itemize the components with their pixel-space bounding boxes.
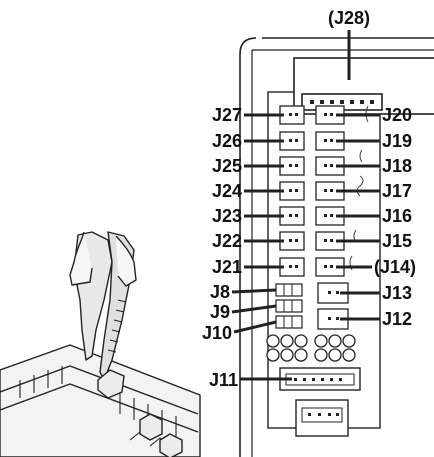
label-j8: J8 — [210, 282, 230, 302]
label-j16: J16 — [382, 206, 412, 226]
label-j11: J11 — [209, 370, 238, 390]
label-j26: J26 — [212, 131, 242, 151]
label-j22: J22 — [212, 231, 242, 251]
connector-pins — [289, 113, 339, 320]
label-j10: J10 — [202, 323, 232, 343]
label-j19: J19 — [382, 131, 412, 151]
jumper-block-dividers — [283, 284, 293, 328]
label-j23: J23 — [212, 206, 242, 226]
label-j25: J25 — [212, 156, 242, 176]
wire-marks — [349, 105, 369, 271]
pliers-connector-illustration — [0, 231, 201, 457]
right-labels: J20 J19 J18 J17 J16 J15 (J14) J13 J12 — [374, 105, 416, 329]
j28-pins — [310, 100, 374, 104]
label-j28: (J28) — [328, 8, 370, 28]
label-j24: J24 — [212, 181, 242, 201]
left-labels: J27 J26 J25 J24 J23 J22 J21 J8 J9 J10 J1… — [202, 105, 242, 390]
label-j14: (J14) — [374, 257, 416, 277]
leader-lines — [231, 30, 380, 381]
label-j17: J17 — [382, 181, 412, 201]
label-j20: J20 — [382, 105, 412, 125]
label-j9: J9 — [210, 302, 230, 322]
label-j12: J12 — [382, 309, 412, 329]
capacitor-circles — [266, 334, 356, 362]
jumper-blocks — [275, 283, 303, 329]
label-j15: J15 — [382, 231, 412, 251]
bottom-connector — [295, 399, 349, 437]
label-j13: J13 — [382, 283, 412, 303]
label-j18: J18 — [382, 156, 412, 176]
label-j21: J21 — [212, 257, 242, 277]
label-j27: J27 — [212, 105, 242, 125]
